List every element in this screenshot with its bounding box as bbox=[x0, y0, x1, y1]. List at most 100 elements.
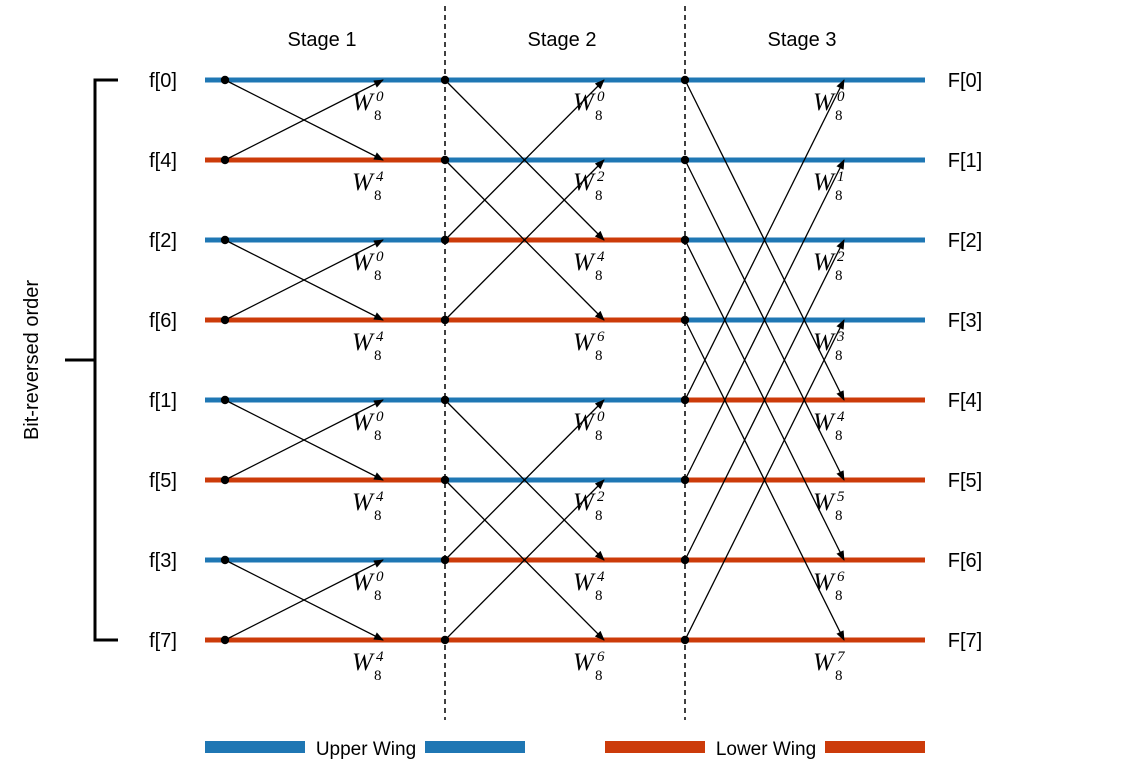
twiddle-exp-stage2-row6: 4 bbox=[597, 569, 605, 585]
node-stage3-row1 bbox=[680, 155, 690, 165]
butterfly-arrow-stage1-from3-to2 bbox=[224, 239, 384, 321]
twiddle-exp-stage1-row1: 4 bbox=[376, 169, 384, 185]
twiddle-base-stage1-row5: W bbox=[352, 489, 375, 516]
butterfly-arrow-stage2-from6-to4 bbox=[444, 399, 605, 561]
butterfly-arrow-stage2-from2-to0 bbox=[444, 79, 605, 241]
twiddle-sub-stage1-row1: 8 bbox=[374, 188, 382, 204]
node-stage2-row0 bbox=[440, 75, 450, 85]
output-label-1: F[1] bbox=[948, 150, 982, 172]
node-stage3-row6 bbox=[680, 555, 690, 565]
butterfly-arrow-stage3-from7-to3 bbox=[684, 319, 845, 641]
node-stage1-row3 bbox=[220, 315, 230, 325]
stage-2-title: Stage 2 bbox=[528, 29, 597, 51]
node-stage2-row2 bbox=[440, 235, 450, 245]
twiddle-exp-stage1-row6: 0 bbox=[376, 569, 384, 585]
node-stage1-row7 bbox=[220, 635, 230, 645]
twiddle-base-stage1-row6: W bbox=[352, 569, 375, 596]
twiddle-base-stage1-row4: W bbox=[352, 409, 375, 436]
twiddle-exp-stage3-row1: 1 bbox=[837, 169, 845, 185]
twiddle-exp-stage1-row5: 4 bbox=[376, 489, 384, 505]
node-stage1-row1 bbox=[220, 155, 230, 165]
node-stage2-row4 bbox=[440, 395, 450, 405]
twiddle-base-stage1-row0: W bbox=[352, 89, 375, 116]
twiddle-base-stage3-row4: W bbox=[813, 409, 836, 436]
twiddle-sub-stage1-row3: 8 bbox=[374, 348, 382, 364]
twiddle-exp-stage1-row0: 0 bbox=[376, 89, 384, 105]
bit-reversed-label: Bit-reversed order bbox=[21, 280, 43, 440]
twiddle-sub-stage2-row7: 8 bbox=[595, 668, 603, 684]
input-label-2: f[2] bbox=[149, 230, 177, 252]
twiddle-exp-stage3-row0: 0 bbox=[837, 89, 845, 105]
twiddle-base-stage3-row7: W bbox=[813, 649, 836, 676]
output-label-3: F[3] bbox=[948, 310, 982, 332]
stage-1-title: Stage 1 bbox=[288, 29, 357, 51]
twiddle-sub-stage1-row6: 8 bbox=[374, 588, 382, 604]
legend-lower-label: Lower Wing bbox=[716, 739, 816, 760]
node-stage1-row6 bbox=[220, 555, 230, 565]
input-label-1: f[4] bbox=[149, 150, 177, 172]
twiddle-exp-stage3-row4: 4 bbox=[837, 409, 845, 425]
twiddle-base-stage3-row5: W bbox=[813, 489, 836, 516]
node-stage2-row6 bbox=[440, 555, 450, 565]
twiddle-sub-stage3-row7: 8 bbox=[835, 668, 843, 684]
twiddle-exp-stage2-row0: 0 bbox=[597, 89, 605, 105]
twiddle-exp-stage3-row6: 6 bbox=[837, 569, 845, 585]
node-stage2-row5 bbox=[440, 475, 450, 485]
twiddle-exp-stage1-row7: 4 bbox=[376, 649, 384, 665]
butterfly-arrow-stage2-from7-to5 bbox=[444, 479, 605, 641]
twiddle-sub-stage2-row1: 8 bbox=[595, 188, 603, 204]
signal-labels: f[0] F[0] f[4] F[1] f[2] F[2] f[6] F[3] f[1] F[4]… bbox=[149, 70, 982, 652]
output-label-2: F[2] bbox=[948, 230, 982, 252]
twiddle-sub-stage2-row5: 8 bbox=[595, 508, 603, 524]
twiddle-sub-stage3-row6: 8 bbox=[835, 588, 843, 604]
twiddle-sub-stage2-row3: 8 bbox=[595, 348, 603, 364]
output-label-7: F[7] bbox=[948, 630, 982, 652]
node-stage3-row5 bbox=[680, 475, 690, 485]
twiddle-sub-stage3-row1: 8 bbox=[835, 188, 843, 204]
twiddle-sub-stage1-row7: 8 bbox=[374, 668, 382, 684]
twiddle-base-stage2-row1: W bbox=[573, 169, 596, 196]
twiddle-base-stage2-row4: W bbox=[573, 409, 596, 436]
input-label-3: f[6] bbox=[149, 310, 177, 332]
twiddle-base-stage3-row3: W bbox=[813, 329, 836, 356]
input-label-0: f[0] bbox=[149, 70, 177, 92]
twiddle-base-stage3-row6: W bbox=[813, 569, 836, 596]
node-stage1-row5 bbox=[220, 475, 230, 485]
butterfly-nodes bbox=[220, 75, 690, 645]
twiddle-base-stage1-row2: W bbox=[352, 249, 375, 276]
twiddle-base-stage2-row7: W bbox=[573, 649, 596, 676]
butterfly-arrow-stage3-from6-to2 bbox=[684, 239, 845, 561]
twiddle-base-stage3-row1: W bbox=[813, 169, 836, 196]
twiddle-sub-stage1-row0: 8 bbox=[374, 108, 382, 124]
twiddle-base-stage2-row6: W bbox=[573, 569, 596, 596]
twiddle-exp-stage3-row2: 2 bbox=[837, 249, 845, 265]
butterfly-arrow-stage1-from1-to0 bbox=[224, 79, 384, 161]
input-label-4: f[1] bbox=[149, 390, 177, 412]
wing-lines bbox=[205, 77, 925, 643]
twiddle-sub-stage3-row3: 8 bbox=[835, 348, 843, 364]
legend: Upper Wing Lower Wing bbox=[205, 739, 925, 760]
output-label-5: F[5] bbox=[948, 470, 982, 492]
twiddle-base-stage2-row0: W bbox=[573, 89, 596, 116]
twiddle-base-stage2-row5: W bbox=[573, 489, 596, 516]
node-stage2-row3 bbox=[440, 315, 450, 325]
output-label-6: F[6] bbox=[948, 550, 982, 572]
output-label-0: F[0] bbox=[948, 70, 982, 92]
node-stage1-row2 bbox=[220, 235, 230, 245]
node-stage3-row4 bbox=[680, 395, 690, 405]
twiddle-sub-stage1-row2: 8 bbox=[374, 268, 382, 284]
twiddle-exp-stage1-row3: 4 bbox=[376, 329, 384, 345]
twiddle-exp-stage2-row5: 2 bbox=[597, 489, 605, 505]
output-label-4: F[4] bbox=[948, 390, 982, 412]
twiddle-base-stage3-row2: W bbox=[813, 249, 836, 276]
twiddle-exp-stage2-row4: 0 bbox=[597, 409, 605, 425]
twiddle-base-stage2-row3: W bbox=[573, 329, 596, 356]
twiddle-exp-stage2-row2: 4 bbox=[597, 249, 605, 265]
input-label-5: f[5] bbox=[149, 470, 177, 492]
twiddle-exp-stage2-row7: 6 bbox=[597, 649, 605, 665]
twiddle-sub-stage2-row4: 8 bbox=[595, 428, 603, 444]
twiddle-exp-stage1-row4: 0 bbox=[376, 409, 384, 425]
twiddle-exp-stage2-row1: 2 bbox=[597, 169, 605, 185]
node-stage3-row2 bbox=[680, 235, 690, 245]
